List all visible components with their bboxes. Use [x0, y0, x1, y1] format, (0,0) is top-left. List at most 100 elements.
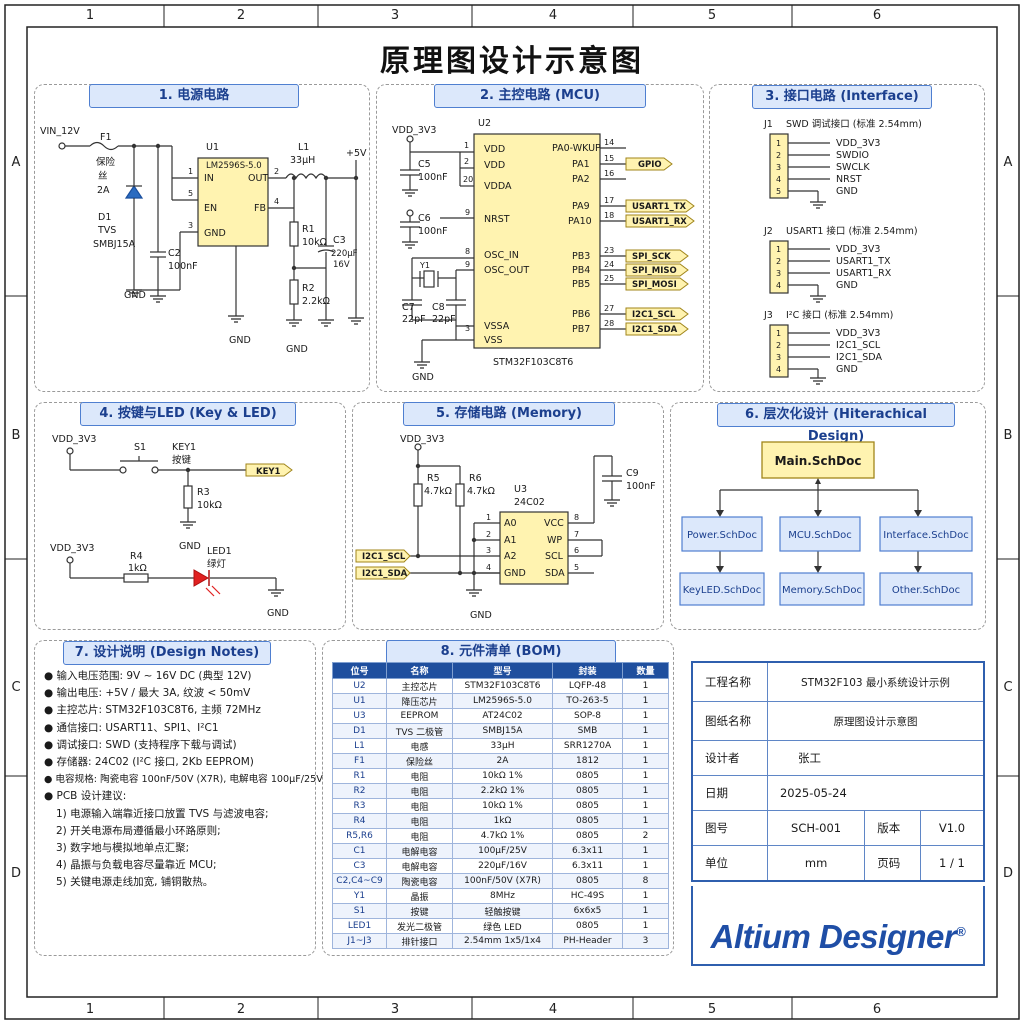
hier-interface-label: Interface.SchDoc: [883, 530, 968, 541]
note-item: ● 调试接口: SWD (支持程序下载与调试): [44, 738, 237, 751]
u2-pin-num: 27: [604, 304, 614, 313]
brand-text: Altium Designer: [710, 918, 957, 955]
power-panel-title: 1. 电源电路: [89, 84, 299, 108]
c9-value: 100nF: [626, 481, 656, 492]
bom-cell-model: 轻触按键: [452, 903, 553, 919]
c7-ref: C7: [402, 302, 415, 313]
c9-ref: C9: [626, 468, 639, 479]
u3-part: 24C02: [514, 497, 545, 508]
hier-node-box: [779, 516, 861, 552]
hier-node-box: [681, 516, 763, 552]
bom-cell-qty: 1: [622, 888, 669, 904]
c8-ref: C8: [432, 302, 445, 313]
bom-cell-name: 排针接口: [386, 933, 453, 949]
u2-pin-name: VDDA: [484, 181, 512, 192]
u2-pin-name: PB5: [572, 279, 590, 290]
u1-pin3: 3: [188, 221, 193, 230]
r4-value: 1kΩ: [128, 563, 147, 574]
notes-panel-title: 7. 设计说明 (Design Notes): [63, 641, 271, 665]
bom-cell-ref: U1: [332, 693, 387, 709]
j3-pin-label: I2C1_SCL: [836, 340, 881, 351]
svg-text:2: 2: [776, 257, 781, 266]
bom-cell-package: 0805: [552, 798, 623, 814]
memory-panel-title: 5. 存储电路 (Memory): [403, 402, 615, 426]
u2-pin-name: NRST: [484, 214, 510, 225]
note-item: ● 输出电压: +5V / 最大 3A, 纹波 < 50mV: [44, 687, 251, 700]
f1-desc: 保险: [96, 156, 116, 168]
zone-col-3-bottom: 3: [390, 1002, 400, 1017]
led-light-arrows: [205, 585, 221, 597]
c7-value: 22pF: [402, 314, 426, 325]
note-item: ● 通信接口: USART11、SPI1、I²C1: [44, 721, 219, 734]
hier-keyled-label: KeyLED.SchDoc: [683, 585, 761, 596]
u1-pin1: 1: [188, 167, 193, 176]
bom-cell-package: 0805: [552, 768, 623, 784]
bom-cell-model: SMBJ15A: [452, 723, 553, 739]
note-item: ● 电容规格: 陶瓷电容 100nF/50V (X7R), 电解电容 100μF…: [44, 774, 323, 786]
panel-hierarchy: [670, 402, 986, 630]
bom-cell-package: 0805: [552, 873, 623, 889]
u1-pin5: 5: [188, 189, 193, 198]
c6-ref: C6: [418, 213, 431, 224]
bom-cell-name: TVS 二极管: [386, 723, 453, 739]
interface-connectors: [769, 133, 830, 378]
bom-cell-model: 10kΩ 1%: [452, 768, 553, 784]
u3-pin-name: WP: [547, 535, 562, 546]
bom-cell-package: 0805: [552, 813, 623, 829]
bom-cell-package: 1812: [552, 753, 623, 769]
j2-pin-label: GND: [836, 280, 858, 291]
net-port-spi-sck: SPI_SCK: [632, 252, 671, 262]
net-port-usart1-tx: USART1_TX: [632, 202, 687, 212]
panel-notes: [34, 640, 316, 956]
u1-ref: U1: [206, 142, 219, 153]
bom-cell-package: 6x6x5: [552, 903, 623, 919]
j2-pin-label: VDD_3V3: [836, 244, 880, 255]
key-led-panel-title: 4. 按键与LED (Key & LED): [80, 402, 296, 426]
zone-col-2-bottom: 2: [236, 1002, 246, 1017]
bom-header-row: 位号 名称 型号 封装 数量: [332, 662, 669, 679]
zone-row-d: D: [10, 866, 21, 881]
bom-cell-name: 陶瓷电容: [386, 873, 453, 889]
svg-text:4: 4: [776, 365, 781, 374]
j1-pin-label: NRST: [836, 174, 862, 185]
svg-text:3: 3: [776, 163, 781, 172]
bom-cell-name: 电阻: [386, 783, 453, 799]
net-port-spi-miso: SPI_MISO: [632, 266, 677, 276]
bom-cell-name: EEPROM: [386, 708, 453, 724]
bom-cell-qty: 1: [622, 918, 669, 934]
u1-pin-out: OUT: [248, 173, 268, 184]
tb-version-label: 版本: [864, 810, 921, 846]
c6-value: 100nF: [418, 226, 448, 237]
brand-logo: Altium Designer®: [692, 898, 984, 966]
bom-cell-model: STM32F103C8T6: [452, 678, 553, 694]
bom-cell-ref: U2: [332, 678, 387, 694]
bom-cell-model: 1kΩ: [452, 813, 553, 829]
bom-cell-model: 2A: [452, 753, 553, 769]
bom-cell-name: 晶振: [386, 888, 453, 904]
zone-col-6-bottom: 6: [872, 1002, 882, 1017]
tb-page-label: 页码: [864, 845, 921, 882]
c3-value: 220μF: [331, 249, 358, 259]
u2-pin-num: 15: [604, 154, 614, 163]
u2-pin-name: VDD: [484, 144, 505, 155]
net-port-mem-scl: I2C1_SCL: [362, 552, 406, 562]
hier-node-box: [779, 572, 865, 606]
u1-pin4: 4: [274, 197, 279, 206]
zone-col-5-bottom: 5: [707, 1002, 717, 1017]
bom-cell-qty: 2: [622, 828, 669, 844]
zone-col-3: 3: [390, 8, 400, 23]
tb-unit-label: 单位: [691, 845, 768, 882]
j3-pin-label: I2C1_SDA: [836, 352, 882, 363]
bom-cell-qty: 3: [622, 933, 669, 949]
bom-cell-package: PH-Header: [552, 933, 623, 949]
hier-mcu-label: MCU.SchDoc: [788, 530, 852, 541]
u1-pin-fb: FB: [254, 203, 266, 214]
bom-cell-name: 电解电容: [386, 843, 453, 859]
note-subitem: 2) 开关电源布局遵循最小环路原则;: [56, 824, 221, 837]
tb-version-value: V1.0: [919, 810, 985, 846]
mem-gnd-label: GND: [470, 610, 492, 621]
bom-cell-name: 降压芯片: [386, 693, 453, 709]
